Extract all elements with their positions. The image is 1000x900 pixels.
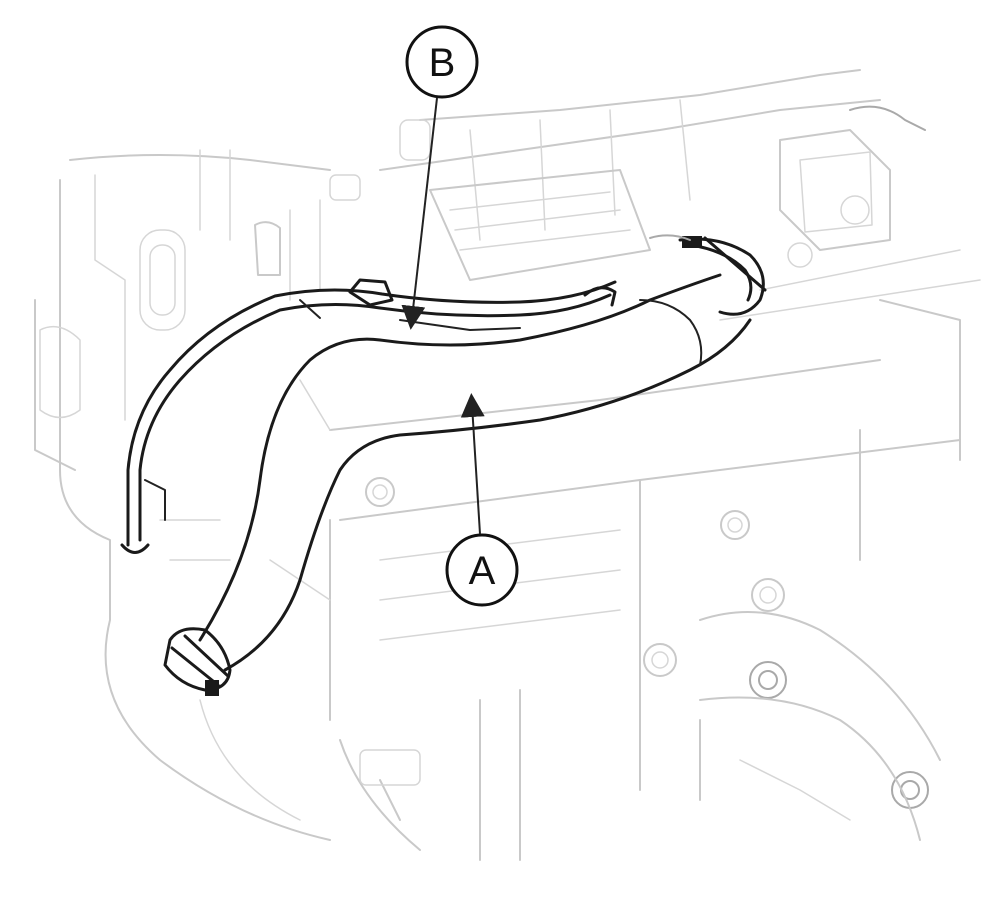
callout-a-circle [445, 533, 519, 607]
callout-b: B [401, 25, 479, 330]
callout-b-label: B [429, 41, 456, 85]
callout-a-label: A [469, 549, 496, 593]
hose-clamp-lower [163, 627, 232, 696]
hose-clamp-upper [678, 236, 767, 316]
bolt-icons [365, 477, 929, 809]
callout-b-leader [401, 97, 438, 330]
callout-b-circle [405, 25, 479, 99]
engine-block-background [34, 69, 981, 861]
bypass-pipe-b [120, 221, 691, 554]
callout-a-leader [460, 393, 485, 535]
callout-a: A [445, 393, 519, 607]
